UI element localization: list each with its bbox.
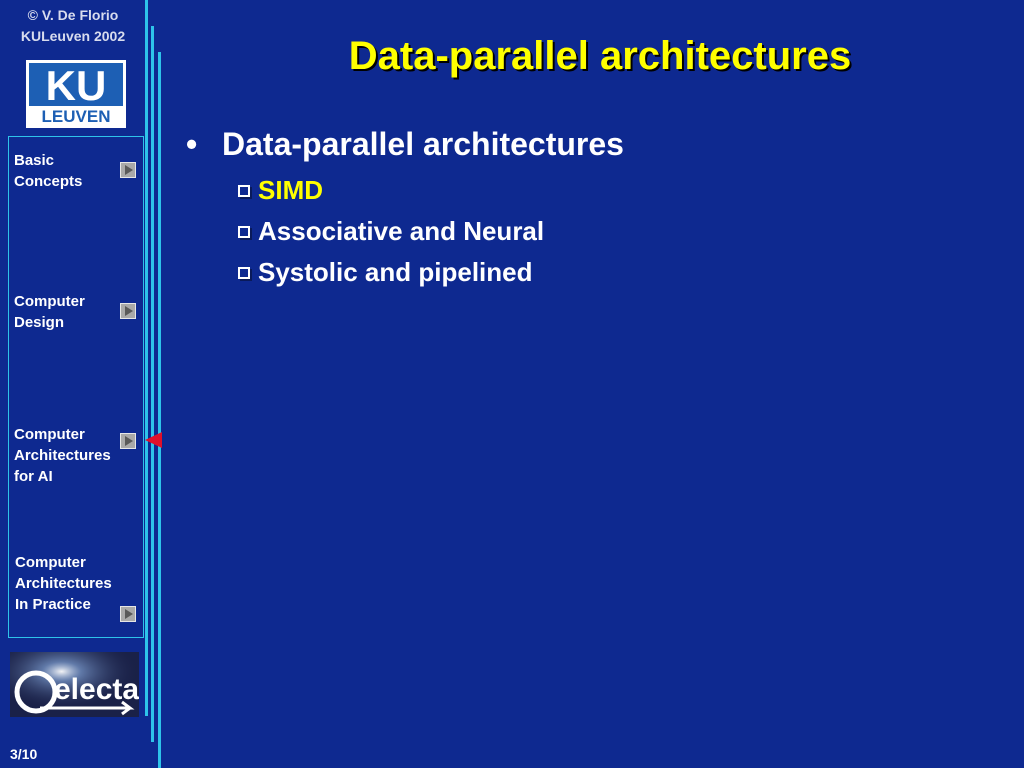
sub-bullet-simd: SIMD xyxy=(238,175,323,206)
nav-item-architectures-in-practice-label[interactable]: Computer Architectures In Practice xyxy=(15,554,112,613)
electa-logo: electa xyxy=(10,652,139,717)
copyright-notice: © V. De Florio KULeuven 2002 xyxy=(0,5,146,47)
nav-item-basic-concepts-label[interactable]: Basic Concepts xyxy=(14,152,83,190)
main-bullet-text: Data-parallel architectures xyxy=(222,126,624,162)
nav-item-computer-design-label[interactable]: Computer Design xyxy=(14,293,85,331)
electa-logo-text: electa xyxy=(54,673,139,706)
current-section-marker-icon xyxy=(145,432,162,448)
ku-leuven-logo: KU LEUVEN xyxy=(26,60,126,128)
sub-bullet-systolic: Systolic and pipelined xyxy=(238,257,533,288)
sub-bullet-associative: Associative and Neural xyxy=(238,216,544,247)
divider-line-2 xyxy=(151,26,154,742)
nav-arrow-architectures-in-practice[interactable] xyxy=(120,606,136,622)
logo-text-leuven: LEUVEN xyxy=(42,107,111,126)
copyright-line-1: © V. De Florio xyxy=(27,7,119,23)
checkbox-bullet-icon xyxy=(238,267,250,279)
divider-line-3 xyxy=(158,52,161,768)
nav-arrow-computer-design[interactable] xyxy=(120,303,136,319)
sub-bullet-text: SIMD xyxy=(258,175,323,205)
logo-text-ku: KU xyxy=(46,62,107,109)
nav-arrow-basic-concepts[interactable] xyxy=(120,162,136,178)
bullet-dot: • xyxy=(186,126,198,162)
checkbox-bullet-icon xyxy=(238,226,250,238)
page-number: 3/10 xyxy=(10,746,38,762)
checkbox-bullet-icon xyxy=(238,185,250,197)
nav-arrow-architectures-for-ai[interactable] xyxy=(120,433,136,449)
copyright-line-2: KULeuven 2002 xyxy=(20,28,126,44)
slide-title: Data-parallel architectures xyxy=(348,34,852,78)
divider-line-1 xyxy=(145,0,148,716)
section-nav-panel xyxy=(8,136,144,638)
nav-item-architectures-for-ai-label[interactable]: Computer Architectures for AI xyxy=(14,426,111,485)
sub-bullet-text: Associative and Neural xyxy=(258,216,545,246)
sub-bullet-text: Systolic and pipelined xyxy=(258,257,533,287)
